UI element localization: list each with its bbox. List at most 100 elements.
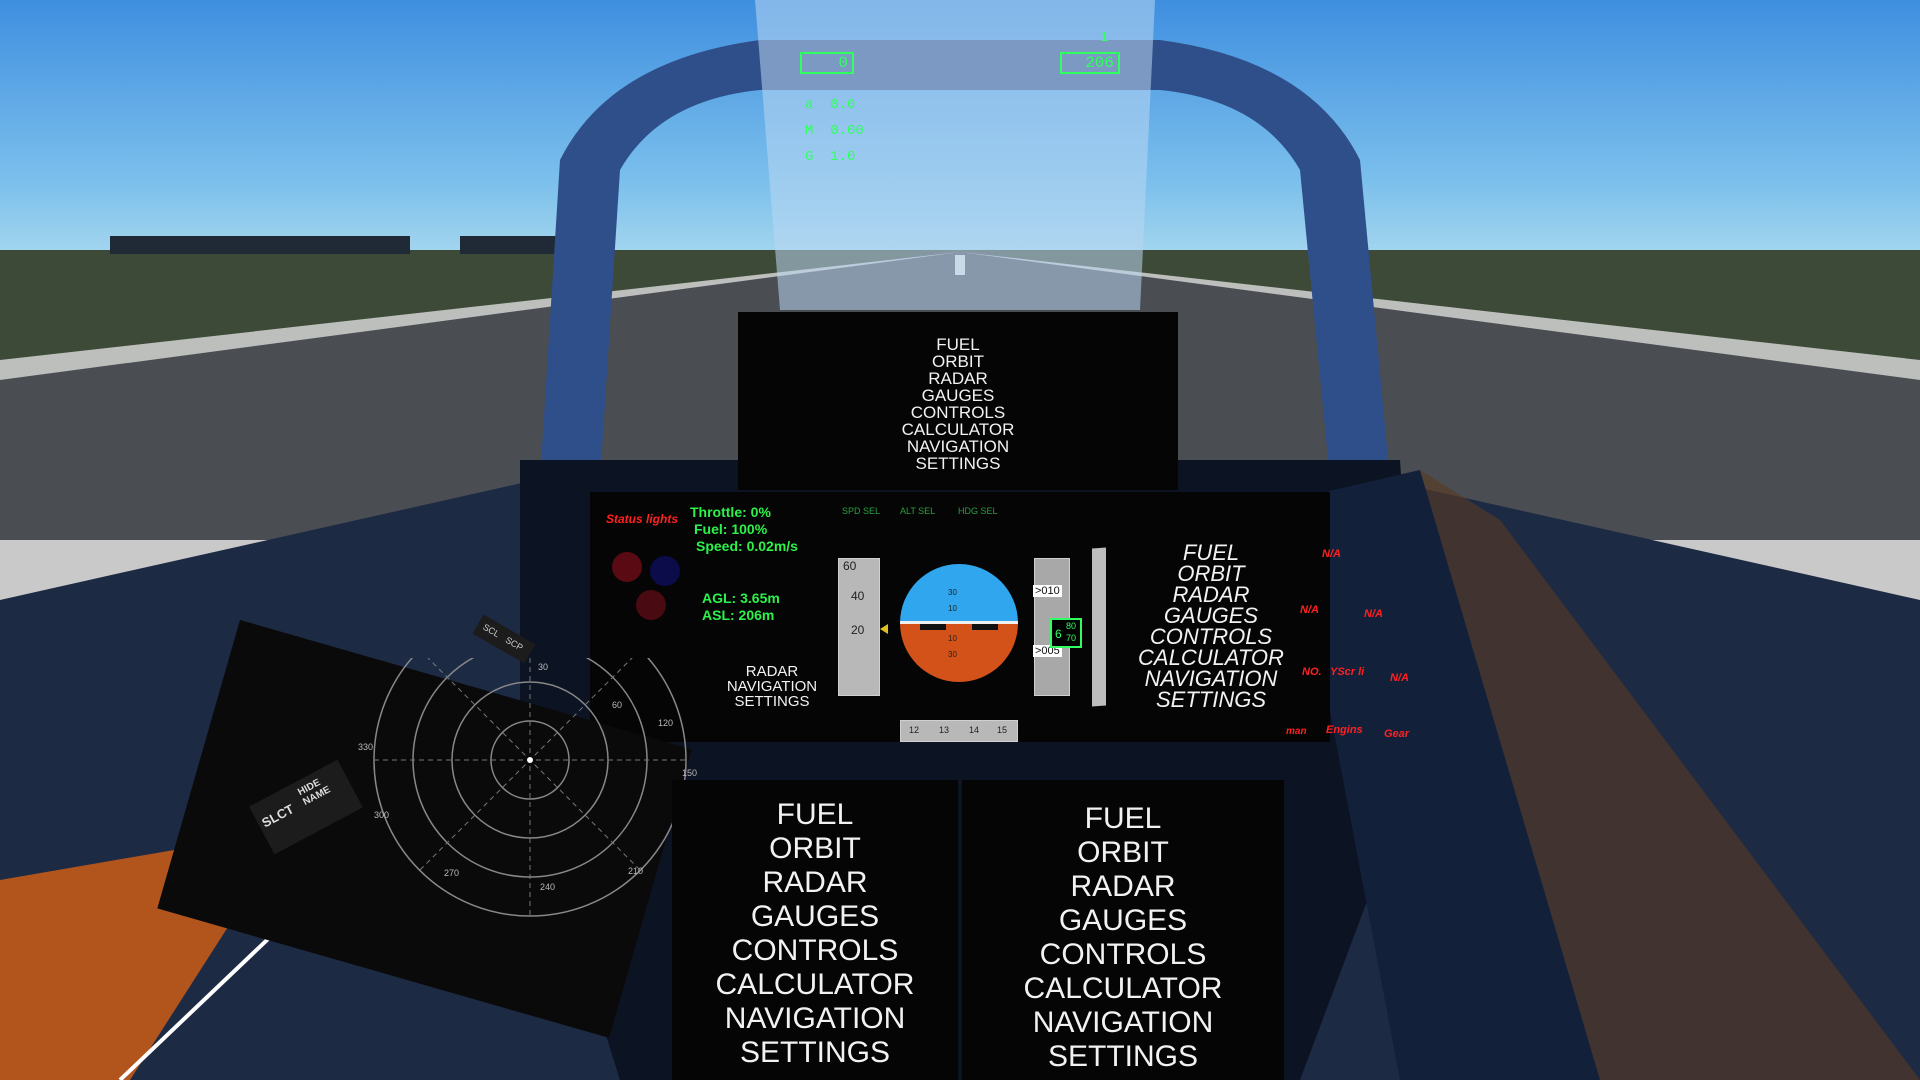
heading-tick-15: 15	[997, 725, 1008, 735]
right-menu-gauges[interactable]: GAUGES	[1163, 603, 1259, 628]
lower-left-menu-radar[interactable]: RADAR	[762, 866, 868, 899]
gear-switch-label[interactable]: Gear	[1384, 728, 1410, 740]
bearing-210: 210	[628, 866, 644, 876]
right-menu-navigation[interactable]: NAVIGATION	[1144, 666, 1278, 691]
alt-readout-main: 6	[1055, 627, 1062, 641]
menu-item-gauges[interactable]: GAUGES	[921, 386, 995, 405]
radar-scale-button[interactable]: SCL	[481, 621, 502, 640]
right-mfd-menu: FUEL ORBIT RADAR GAUGES CONTROLS CALCULA…	[1118, 540, 1304, 712]
lower-left-menu-settings[interactable]: SETTINGS	[739, 1036, 890, 1069]
attitude-indicator: 30 10 10 30	[900, 564, 1018, 682]
radar-select-button[interactable]: SLCT	[259, 801, 297, 831]
left-menu-settings[interactable]: SETTINGS	[734, 693, 810, 710]
pfd-top-bar: SPD SEL ALT SEL HDG SEL	[838, 502, 1068, 532]
lower-left-mfd: FUEL ORBIT RADAR GAUGES CONTROLS CALCULA…	[672, 780, 958, 1080]
man-switch-label: man	[1286, 726, 1307, 737]
radar-scope	[373, 658, 687, 917]
lower-right-menu-gauges[interactable]: GAUGES	[1058, 904, 1188, 937]
yaw-switch-label: YScr li	[1330, 666, 1365, 678]
lower-right-menu: FUEL ORBIT RADAR GAUGES CONTROLS CALCULA…	[962, 802, 1284, 1074]
lower-left-menu-orbit[interactable]: ORBIT	[769, 832, 861, 865]
bearing-270: 270	[444, 868, 460, 878]
right-menu-radar[interactable]: RADAR	[1172, 582, 1250, 607]
altitude-stats: AGL: 3.65m ASL: 206m	[702, 590, 780, 624]
horizon-line	[900, 621, 1018, 624]
menu-item-controls[interactable]: CONTROLS	[910, 403, 1006, 422]
left-menu-navigation[interactable]: NAVIGATION	[726, 678, 818, 695]
side-label-na-1: N/A	[1322, 548, 1341, 560]
hdg-sel-button[interactable]: HDG SEL	[958, 506, 998, 516]
menu-item-navigation[interactable]: NAVIGATION	[906, 437, 1010, 456]
bearing-300: 300	[374, 810, 390, 820]
lower-right-menu-navigation[interactable]: NAVIGATION	[1032, 1006, 1214, 1039]
lower-right-menu-fuel[interactable]: FUEL	[1084, 802, 1162, 835]
left-mfd-menu: RADAR NAVIGATION SETTINGS	[712, 664, 832, 709]
bearing-240: 240	[540, 882, 556, 892]
hud-readouts: a 0.0 M 0.00 G 1.0	[805, 92, 864, 170]
right-menu-controls[interactable]: CONTROLS	[1149, 624, 1273, 649]
vertical-speed-tape	[1092, 547, 1106, 707]
alt-readout-upper: 80	[1066, 621, 1077, 631]
alt-sel-button[interactable]: ALT SEL	[900, 506, 936, 516]
lower-left-menu-calculator[interactable]: CALCULATOR	[715, 968, 915, 1001]
pitch-mark-up-30: 30	[948, 588, 957, 597]
alt-tick-005: >005	[1033, 645, 1062, 657]
status-light-dark-red	[636, 590, 666, 620]
side-switch-panel: N/A N/A N/A N/A YScr li NO. Engins Gear …	[1286, 500, 1430, 760]
no-switch-label: NO.	[1302, 666, 1322, 678]
lower-left-menu-navigation[interactable]: NAVIGATION	[724, 1002, 906, 1035]
speed-tick-60: 60	[843, 559, 857, 573]
hud-speed-box: 0	[800, 52, 854, 74]
menu-item-radar[interactable]: RADAR	[928, 369, 988, 388]
heading-tape: 12 13 14 15	[900, 720, 1018, 742]
spd-sel-button[interactable]: SPD SEL	[842, 506, 881, 516]
aircraft-symbol-left	[920, 624, 946, 630]
speed-tick-20: 20	[851, 623, 865, 637]
lower-left-menu-gauges[interactable]: GAUGES	[750, 900, 880, 933]
hud-indicator: 1	[1100, 30, 1109, 46]
menu-item-settings[interactable]: SETTINGS	[915, 454, 1001, 473]
lower-right-menu-calculator[interactable]: CALCULATOR	[1023, 972, 1223, 1005]
aircraft-symbol-right	[972, 624, 998, 630]
lower-right-menu-radar[interactable]: RADAR	[1070, 870, 1176, 903]
side-label-na-2: N/A	[1300, 604, 1319, 616]
radar-scope-button[interactable]: SCP	[503, 634, 525, 653]
right-menu-fuel[interactable]: FUEL	[1182, 540, 1240, 565]
bearing-60: 60	[612, 700, 623, 710]
lower-right-mfd: FUEL ORBIT RADAR GAUGES CONTROLS CALCULA…	[962, 780, 1284, 1080]
right-menu-calculator[interactable]: CALCULATOR	[1138, 645, 1284, 670]
heading-tick-13: 13	[939, 725, 950, 735]
hud-altitude-box: 206	[1060, 52, 1120, 74]
lower-right-menu-settings[interactable]: SETTINGS	[1047, 1040, 1198, 1073]
hud-row-g: G 1.0	[805, 149, 856, 165]
status-lights-label: Status lights	[606, 512, 679, 526]
lower-left-menu-fuel[interactable]: FUEL	[776, 798, 854, 831]
menu-item-fuel[interactable]: FUEL	[936, 335, 980, 354]
control-tower	[460, 236, 570, 254]
airspeed-tape: 60 40 20	[838, 558, 880, 696]
flight-stats: Throttle: 0% Fuel: 100% Speed: 0.02m/s	[690, 504, 798, 555]
lower-right-menu-controls[interactable]: CONTROLS	[1039, 938, 1207, 971]
right-menu-settings[interactable]: SETTINGS	[1155, 687, 1266, 712]
side-label-na-3: N/A	[1364, 608, 1383, 620]
hud-speed-value: 0	[838, 54, 848, 72]
hud-row-alpha: a 0.0	[805, 97, 856, 113]
fuel-readout: Fuel: 100%	[694, 521, 768, 537]
lower-left-menu-controls[interactable]: CONTROLS	[731, 934, 899, 967]
pitch-mark-down-30: 30	[948, 650, 957, 659]
distant-buildings	[110, 236, 410, 254]
menu-item-calculator[interactable]: CALCULATOR	[901, 420, 1015, 439]
lower-right-menu-orbit[interactable]: ORBIT	[1077, 836, 1169, 869]
hud-row-mach: M 0.00	[805, 123, 864, 139]
menu-item-orbit[interactable]: ORBIT	[932, 352, 984, 371]
heading-tick-14: 14	[969, 725, 980, 735]
right-menu-orbit[interactable]: ORBIT	[1177, 561, 1245, 586]
speed-pointer-icon	[880, 624, 888, 634]
altitude-readout-box: 6 80 70	[1050, 618, 1082, 648]
bearing-150: 150	[682, 768, 698, 778]
asl-readout: ASL: 206m	[702, 607, 775, 623]
left-menu-radar[interactable]: RADAR	[745, 663, 799, 680]
engines-switch-label[interactable]: Engins	[1326, 724, 1363, 736]
bearing-330: 330	[358, 742, 374, 752]
upper-mfd: FUEL ORBIT RADAR GAUGES CONTROLS CALCULA…	[738, 312, 1178, 490]
